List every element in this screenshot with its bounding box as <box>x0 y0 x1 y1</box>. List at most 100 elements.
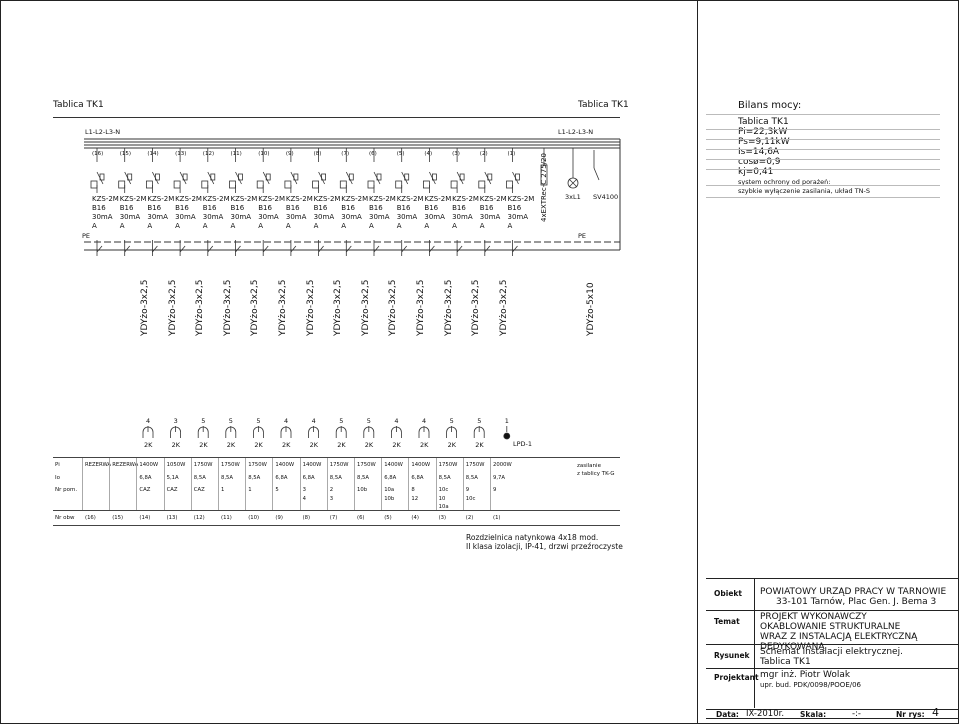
cable-label: YDYżo-3x2,5 <box>222 279 233 336</box>
balance-divider <box>706 114 940 115</box>
breaker-mark <box>321 173 327 181</box>
table-cell: 2 <box>329 487 334 493</box>
socket-type: 2K <box>309 441 318 449</box>
circuit-number: (16) <box>92 151 104 157</box>
socket-count: 5 <box>366 417 371 425</box>
circuit-number: (7) <box>341 151 350 157</box>
tb-temat-2: OKABLOWANIE STRUKTURALNE <box>760 622 901 632</box>
tb-row-rysunek: Rysunek Schemat instalacji elektrycznej.… <box>706 644 958 669</box>
tb-projektant-2: upr. bud. PDK/0098/POOE/06 <box>760 681 862 689</box>
table-cell: 8,5A <box>465 475 478 481</box>
circuit-number: (1) <box>507 151 516 157</box>
breaker-spec-line: B16 <box>452 204 466 212</box>
cable-label: YDYżo-3x2,5 <box>278 279 288 336</box>
balance-title: Bilans mocy: <box>738 100 802 111</box>
circuit-number: (9) <box>285 151 294 157</box>
tb-rysunek-2: Tablica TK1 <box>760 657 811 667</box>
balance-rule <box>706 129 940 130</box>
breaker-mark <box>210 173 216 181</box>
table-cell: (8) <box>302 515 311 521</box>
rcd-box <box>312 180 320 189</box>
socket-count: 4 <box>422 417 427 425</box>
tb-data-label: Data: <box>716 710 739 719</box>
table-cell: CAZ <box>139 487 151 493</box>
balance-line: system ochrony od porażeń: <box>738 178 831 186</box>
cable-label: YDYżo-3x2,5 <box>471 279 482 336</box>
tb-obiekt-2: 33-101 Tarnów, Plac Gen. J. Bema 3 <box>776 597 937 607</box>
table-cell: 10 <box>438 496 446 502</box>
breaker-mark <box>127 173 133 181</box>
cable-label: YDYżo-3x2,5 <box>305 279 316 336</box>
table-col-line <box>109 458 111 510</box>
breaker-spec-line: A <box>202 222 208 230</box>
cable-label: YDYżo-3x2,5 <box>333 279 344 336</box>
balance-rule <box>706 149 940 150</box>
socket-type: 2K <box>337 441 346 449</box>
table-cell: 5,1A <box>166 475 179 481</box>
socket-count: 3 <box>173 417 178 425</box>
breaker-spec-line: KZS-2M <box>452 195 479 203</box>
balance-line: cosø=0,9 <box>738 157 781 167</box>
note-line-1: Rozdzielnica natynkowa 4x18 mod. <box>466 533 599 542</box>
socket-count: 5 <box>228 417 233 425</box>
socket-count: 4 <box>146 417 151 425</box>
breaker-spec-line: A <box>396 222 402 230</box>
table-cell: 1050W <box>166 462 186 468</box>
cable-label: YDYżo-3x2,5 <box>443 279 454 336</box>
table-cell: 10b <box>357 487 368 493</box>
rcd-box <box>422 180 430 189</box>
pe-tick <box>373 245 380 253</box>
lpd-terminal <box>503 432 511 440</box>
tb-projektant-label: Projektant <box>714 673 759 682</box>
tb-obiekt-label: Obiekt <box>714 589 742 598</box>
lamp-label: 3xL1 <box>565 193 581 201</box>
row-label-io: Io <box>55 475 60 481</box>
breaker-mark <box>154 173 160 181</box>
breaker-spec-line: KZS-2M <box>369 195 396 203</box>
table-cell: 2000W <box>493 462 512 468</box>
cable-label: YDYżo-3x2,5 <box>388 279 399 336</box>
table-cell: 5 <box>275 487 279 493</box>
breaker-spec-line: KZS-2M <box>507 195 535 203</box>
socket-type: 2K <box>282 441 291 449</box>
breaker-spec-line: KZS-2M <box>202 195 230 203</box>
cable-label: YDYżo-3x2,5 <box>167 279 178 336</box>
breaker-spec-line: A <box>424 222 430 230</box>
table-cell: 8,5A <box>248 475 261 481</box>
tb-skala-value: -:- <box>852 709 861 719</box>
table-cell: CAZ <box>166 487 178 493</box>
socket-type: 2K <box>199 441 208 449</box>
title-block-separator <box>754 578 755 708</box>
socket-type: 2K <box>364 441 374 449</box>
circuit-number: (6) <box>369 151 377 157</box>
pe-tick <box>429 245 435 253</box>
lpd-label: LPD-1 <box>513 440 533 448</box>
circuit-number: (15) <box>119 151 131 157</box>
breaker-mark <box>515 173 520 181</box>
breaker-spec-line: A <box>285 222 291 230</box>
main-switch-blade <box>593 167 600 181</box>
table-cell: 10b <box>384 496 395 502</box>
breaker-spec-line: 30mA <box>202 213 224 221</box>
table-col-line <box>462 458 464 510</box>
breaker-spec-line: 30mA <box>92 213 113 221</box>
breaker-spec-line: 30mA <box>396 213 418 221</box>
socket-count: 4 <box>284 417 289 425</box>
balance-line: Ps=9,11kW <box>738 137 790 147</box>
tb-bottom-line <box>706 718 958 719</box>
table-cell: 1750W <box>329 462 349 468</box>
table-cell: (13) <box>166 515 178 521</box>
breaker-spec-line: B16 <box>396 204 411 212</box>
rcd-box <box>90 180 98 189</box>
table-cell: 1400W <box>275 462 295 468</box>
table-top-line <box>53 457 620 458</box>
table-col-line <box>190 458 192 510</box>
breaker-spec-line: 30mA <box>230 213 252 221</box>
table-col-line <box>435 458 437 510</box>
table-cell: 1750W <box>438 462 458 468</box>
pe-label-left: PE <box>82 232 91 240</box>
table-col-line <box>490 458 491 510</box>
breaker-mark <box>293 173 299 181</box>
breaker-spec-line: KZS-2M <box>147 195 175 203</box>
balance-rule <box>706 197 940 198</box>
